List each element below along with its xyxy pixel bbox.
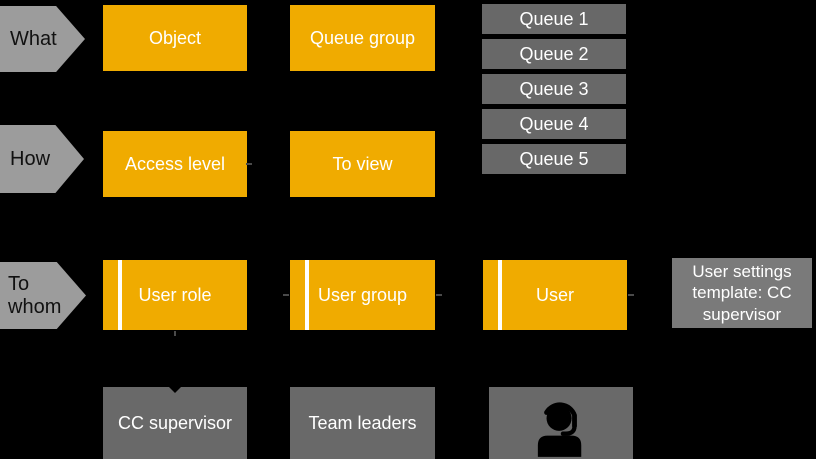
person-with-headset-icon xyxy=(534,395,588,459)
user-settings-template-box: User settings template: CC supervisor xyxy=(672,258,812,328)
user-group-box: User group xyxy=(290,260,435,330)
queue-1-box: Queue 1 xyxy=(482,4,626,34)
connector-stub-group-to-user xyxy=(436,294,442,296)
row-label-how-text: How xyxy=(10,147,51,170)
queue-3-box: Queue 3 xyxy=(482,74,626,104)
team-leaders-label: Team leaders xyxy=(308,412,417,433)
user-group-stripe xyxy=(305,260,309,330)
access-level-box: Access level xyxy=(103,131,247,197)
connector-stub-access-to-view xyxy=(246,163,252,165)
queue-5-box: Queue 5 xyxy=(482,144,626,174)
user-group-label: User group xyxy=(317,284,408,305)
connector-stub-role-to-group xyxy=(283,294,289,296)
row-label-what: What xyxy=(0,6,85,72)
object-box: Object xyxy=(103,5,247,71)
queue-3-label: Queue 3 xyxy=(519,78,589,99)
user-stripe xyxy=(498,260,502,330)
cc-supervisor-box: CC supervisor xyxy=(103,387,247,459)
to-view-box: To view xyxy=(290,131,435,197)
object-box-label: Object xyxy=(148,27,202,48)
agent-box xyxy=(489,387,633,459)
row-label-to-whom-text: To whom xyxy=(8,273,62,318)
user-role-box: User role xyxy=(103,260,247,330)
user-role-stripe xyxy=(118,260,122,330)
access-level-label: Access level xyxy=(124,153,226,174)
queue-group-box: Queue group xyxy=(290,5,435,71)
cc-supervisor-label: CC supervisor xyxy=(117,412,233,433)
queue-1-label: Queue 1 xyxy=(519,8,589,29)
user-role-label: User role xyxy=(138,284,212,305)
to-view-label: To view xyxy=(332,153,393,174)
user-box: User xyxy=(483,260,627,330)
row-label-what-text: What xyxy=(10,27,57,50)
user-settings-template-label: User settings template: CC supervisor xyxy=(692,262,792,324)
queue-2-label: Queue 2 xyxy=(519,43,589,64)
queue-group-box-label: Queue group xyxy=(309,27,416,48)
connector-stub-role-down xyxy=(174,331,176,336)
connector-stub-user-to-template xyxy=(628,294,634,296)
row-label-to-whom: To whom xyxy=(0,262,86,329)
team-leaders-box: Team leaders xyxy=(290,387,435,459)
connector-arrowhead-cc-supervisor xyxy=(169,387,181,393)
queue-4-box: Queue 4 xyxy=(482,109,626,139)
queue-4-label: Queue 4 xyxy=(519,113,589,134)
queue-5-label: Queue 5 xyxy=(519,148,589,169)
row-label-how: How xyxy=(0,125,84,193)
user-label: User xyxy=(535,284,574,305)
queue-2-box: Queue 2 xyxy=(482,39,626,69)
